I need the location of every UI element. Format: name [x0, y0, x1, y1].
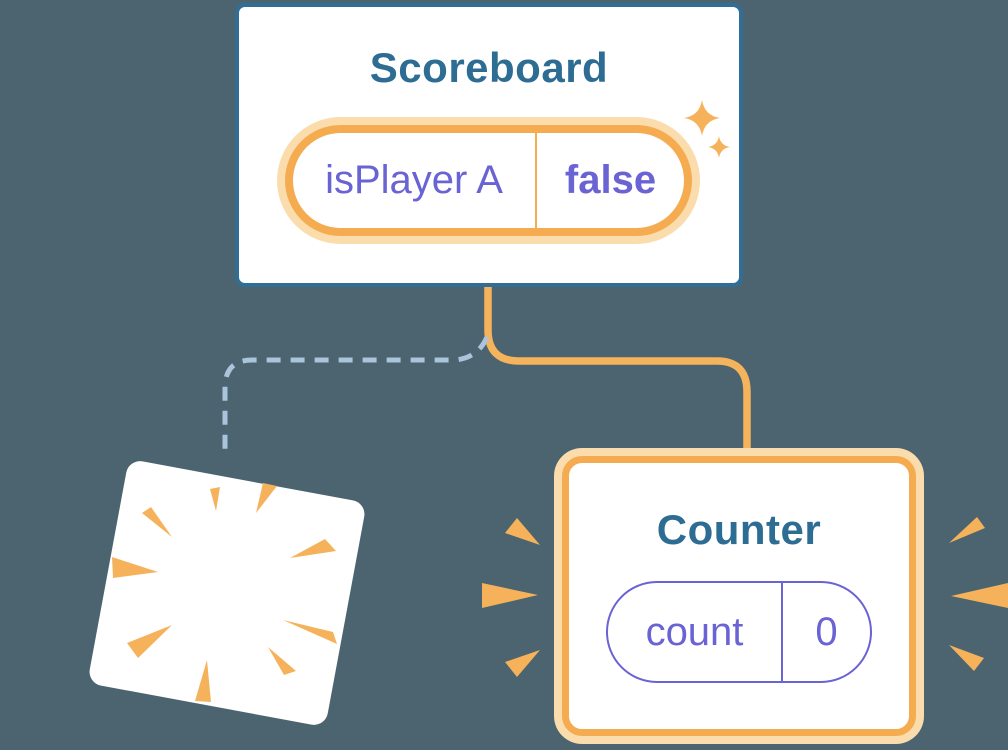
solid-connector-line: [484, 283, 751, 453]
scoreboard-state-pill: isPlayer A false: [285, 125, 692, 236]
counter-card-glow: Counter count 0: [554, 448, 924, 744]
state-value: 0: [815, 609, 838, 654]
scoreboard-component-card: Scoreboard isPlayer A false: [235, 3, 743, 287]
destroyed-component-card: [87, 458, 367, 728]
counter-title: Counter: [656, 506, 822, 553]
state-value: false: [564, 158, 657, 202]
pill-divider: [781, 583, 783, 681]
counter-component-card: Counter count 0: [562, 456, 916, 736]
state-label: count: [645, 609, 744, 654]
counter-state-pill: count 0: [606, 581, 872, 683]
dashed-connector-line: [222, 335, 490, 457]
scoreboard-title: Scoreboard: [369, 44, 609, 91]
scoreboard-state-pill-glow: isPlayer A false: [277, 117, 700, 244]
pill-divider: [535, 133, 537, 228]
state-label: isPlayer A: [325, 158, 503, 202]
